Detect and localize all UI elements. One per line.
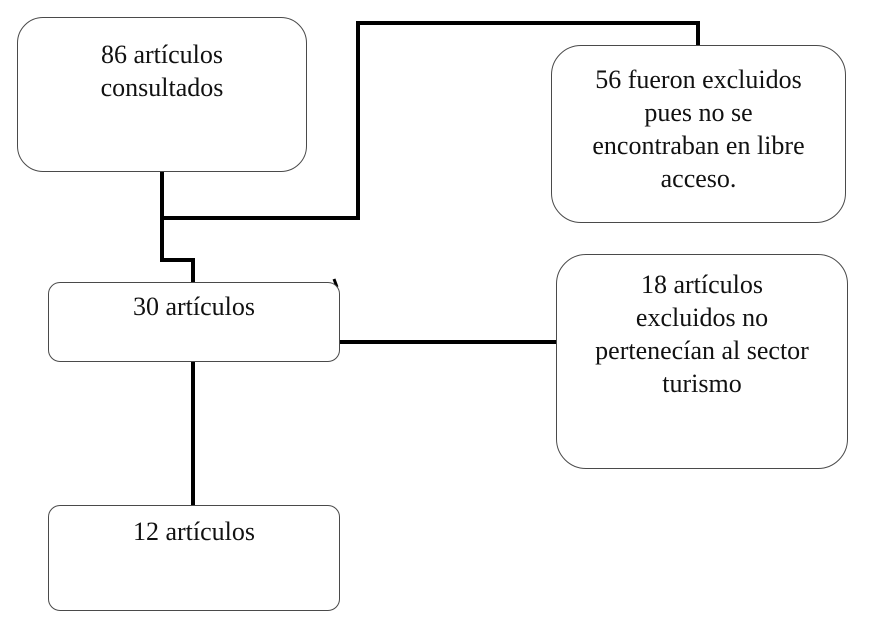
node-text-line: excluidos no bbox=[635, 303, 769, 332]
node-text-line: encontraban en libre bbox=[592, 131, 805, 160]
node-text-line: 12 artículos bbox=[132, 517, 256, 546]
node-text-line: 86 artículos bbox=[100, 40, 224, 69]
node-text-line: pertenecían al sector bbox=[595, 336, 809, 365]
node-text-line: pues no se bbox=[644, 98, 753, 127]
node-consulted-articles: 86 artículos consultados bbox=[17, 17, 307, 172]
node-excluded-not-tourism: 18 artículos excluidos no pertenecían al… bbox=[556, 254, 848, 469]
node-text-line: turismo bbox=[662, 369, 742, 398]
node-30-articles: 30 artículos bbox=[48, 282, 340, 362]
connector-consulted-to-30 bbox=[160, 218, 195, 282]
node-12-articles: 12 artículos bbox=[48, 505, 340, 611]
node-text-line: 18 artículos bbox=[640, 270, 764, 299]
node-excluded-no-access: 56 fueron excluidos pues no se encontrab… bbox=[551, 45, 846, 223]
node-text-line: 30 artículos bbox=[132, 292, 256, 321]
node-text-line: 56 fueron excluidos bbox=[595, 65, 802, 94]
node-text-line: consultados bbox=[100, 73, 224, 102]
node-text-line: acceso. bbox=[660, 164, 737, 193]
